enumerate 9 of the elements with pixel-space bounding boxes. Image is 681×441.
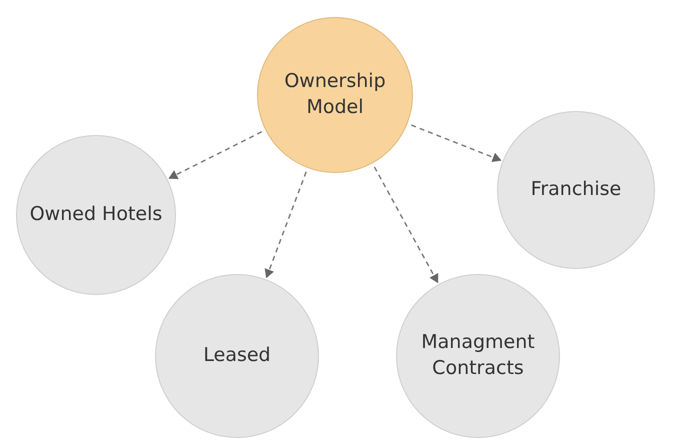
node-label: Ownership Model [283, 69, 387, 120]
node-label: Owned Hotels [30, 202, 162, 228]
dashed-arrow [168, 131, 262, 180]
dashed-arrow [411, 124, 502, 162]
node-label: Managment Contracts [420, 330, 536, 381]
dashed-arrow [264, 172, 307, 278]
node-label: Franchise [530, 177, 622, 202]
node-label: Leased [203, 343, 271, 368]
dashed-arrow [374, 166, 438, 284]
